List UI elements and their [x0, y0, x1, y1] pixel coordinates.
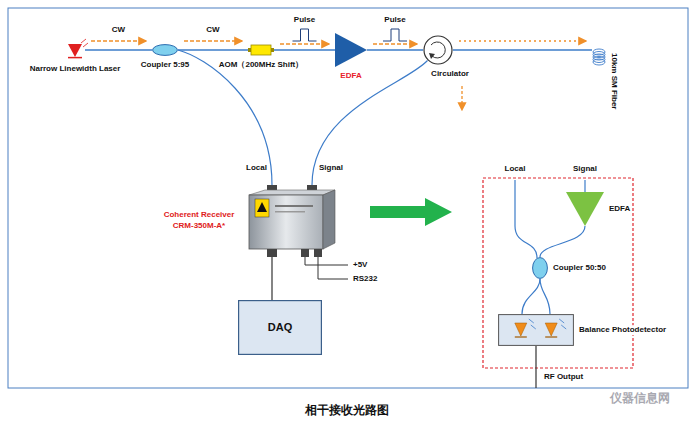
figure-caption: 相干接收光路图 [304, 403, 390, 417]
pd-shape [498, 314, 574, 346]
coup2-shape [532, 257, 548, 279]
port-label: Signal [572, 164, 598, 174]
aom-modulator: AOM（200MHz Shift） [248, 44, 274, 56]
port-label: Signal [318, 163, 344, 173]
coherent-receiver: Coherent Receiver CRM-350M-A* [245, 185, 337, 257]
edfa-shape [335, 33, 367, 67]
output-label: RF Output [543, 372, 584, 382]
signal-label: Pulse [383, 15, 406, 25]
aom-shape [248, 44, 274, 56]
serial-wire [318, 257, 348, 279]
fiber-link [453, 41, 592, 50]
return-light-arrow [461, 86, 462, 110]
pin-label: +5V [352, 260, 368, 270]
fiber-link [272, 257, 273, 300]
edfa2-shape [566, 192, 604, 226]
fiber-link [312, 61, 428, 186]
rf-output-wire [535, 346, 536, 388]
fiber-link [522, 279, 550, 314]
node-label: EDFA [608, 204, 631, 214]
node-label: Narrow Linewidth Laser [29, 64, 122, 74]
signal-label: CW [111, 25, 126, 35]
coil-shape [592, 48, 606, 66]
signal-label: CW [205, 25, 220, 35]
fiber-link [178, 50, 272, 185]
node-label: Coupler 5:95 [140, 60, 190, 70]
node-label: DAQ [267, 321, 293, 334]
node-label: EDFA [339, 71, 362, 81]
daq-box: DAQ [238, 300, 322, 355]
node-label: 10km SM Fiber [609, 52, 619, 110]
node-label: Balance Photodetector [578, 325, 667, 335]
recv-shape [245, 185, 337, 257]
signal-label: Pulse [293, 15, 316, 25]
watermark: 仪器信息网 [609, 391, 671, 405]
edfa-amplifier: EDFA [335, 33, 367, 67]
edfa-amplifier: EDFA [566, 192, 604, 226]
fiber-coil: 10km SM Fiber [592, 48, 606, 66]
fiber-link [274, 29, 335, 50]
laser-shape [65, 40, 85, 60]
inset-frame [483, 178, 633, 368]
fiber-coupler: Coupler 50:50 [532, 257, 548, 279]
fiber-link [178, 41, 248, 50]
outer-frame [8, 8, 688, 388]
pin-label: RS232 [352, 274, 378, 284]
node-label: Coherent Receiver CRM-350M-A* [157, 210, 241, 232]
balanced-photodetector: Balance Photodetector [498, 314, 574, 346]
port-label: Local [504, 164, 527, 174]
local-fiber [515, 180, 537, 258]
fiber-link [85, 41, 152, 50]
node-label: Circulator [430, 69, 470, 79]
circ-shape [423, 35, 453, 65]
laser-source: Narrow Linewidth Laser [65, 40, 85, 60]
expand-arrow [370, 198, 452, 226]
node-label: Coupler 50:50 [552, 263, 607, 273]
circulator: Circulator [423, 35, 453, 65]
fiber-link [540, 226, 585, 257]
power-wire [305, 257, 348, 265]
node-label: AOM（200MHz Shift） [218, 60, 304, 70]
fiber-coupler: Coupler 5:95 [152, 44, 178, 56]
fiber-link [367, 29, 423, 50]
port-label: Local [245, 163, 268, 173]
signal-fiber [584, 180, 585, 192]
coupler-shape [152, 44, 178, 56]
